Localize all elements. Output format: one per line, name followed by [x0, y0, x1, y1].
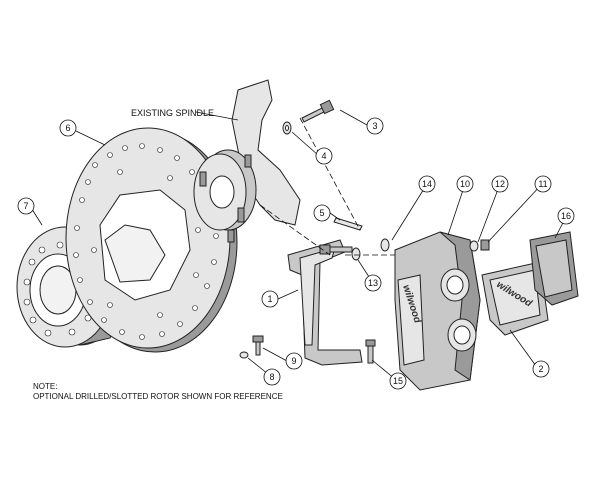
svg-text:4: 4	[321, 151, 326, 161]
svg-text:6: 6	[65, 123, 70, 133]
svg-text:13: 13	[368, 278, 378, 288]
svg-text:11: 11	[538, 179, 547, 189]
shim-5	[333, 217, 363, 231]
svg-text:12: 12	[495, 179, 505, 189]
existing-spindle	[193, 79, 301, 243]
svg-text:16: 16	[561, 211, 571, 221]
svg-text:7: 7	[23, 201, 28, 211]
note-text: OPTIONAL DRILLED/SLOTTED ROTOR SHOWN FOR…	[33, 392, 283, 401]
svg-text:10: 10	[460, 179, 470, 189]
callout-12: 12	[491, 175, 509, 193]
svg-text:9: 9	[291, 356, 296, 366]
callout-15: 15	[389, 372, 407, 390]
svg-text:5: 5	[319, 208, 324, 218]
washer-8	[239, 351, 249, 359]
assembly-centerlines	[259, 117, 395, 256]
brake-caliper: wilwood	[394, 231, 481, 391]
fitting-12	[469, 240, 479, 252]
bracket-bolt-upper	[319, 244, 353, 255]
stud-15	[365, 339, 376, 364]
callout-5: 5	[313, 204, 331, 222]
callout-7: 7	[17, 197, 35, 215]
callout-3: 3	[366, 117, 384, 135]
svg-text:8: 8	[269, 372, 274, 382]
note-title: NOTE:	[33, 382, 57, 391]
callout-13: 13	[364, 274, 382, 292]
callout-8: 8	[263, 368, 281, 386]
spindle-bolt	[301, 99, 335, 123]
bleeder-11	[480, 239, 490, 251]
callout-16: 16	[557, 207, 575, 225]
existing-spindle-label: EXISTING SPINDLE	[131, 108, 214, 118]
rotor-drill-holes	[73, 143, 219, 340]
callout-1: 1	[261, 290, 279, 308]
svg-text:2: 2	[538, 364, 543, 374]
svg-text:1: 1	[267, 294, 272, 304]
brake-pad-inner: wilwood	[481, 261, 549, 336]
svg-text:3: 3	[372, 121, 377, 131]
callout-9: 9	[285, 352, 303, 370]
washer-14	[380, 238, 390, 252]
brake-pad-outer	[529, 231, 579, 306]
callout-2: 2	[532, 360, 550, 378]
bolt-9	[252, 335, 264, 356]
svg-text:15: 15	[393, 376, 403, 386]
callout-6: 6	[59, 119, 77, 137]
callout-11: 11	[534, 175, 552, 193]
callout-14: 14	[418, 175, 436, 193]
washer-13	[351, 247, 361, 261]
washer-4	[282, 121, 292, 135]
svg-text:14: 14	[422, 179, 432, 189]
callout-4: 4	[315, 147, 333, 165]
callout-10: 10	[456, 175, 474, 193]
caliper-bracket	[287, 239, 363, 366]
